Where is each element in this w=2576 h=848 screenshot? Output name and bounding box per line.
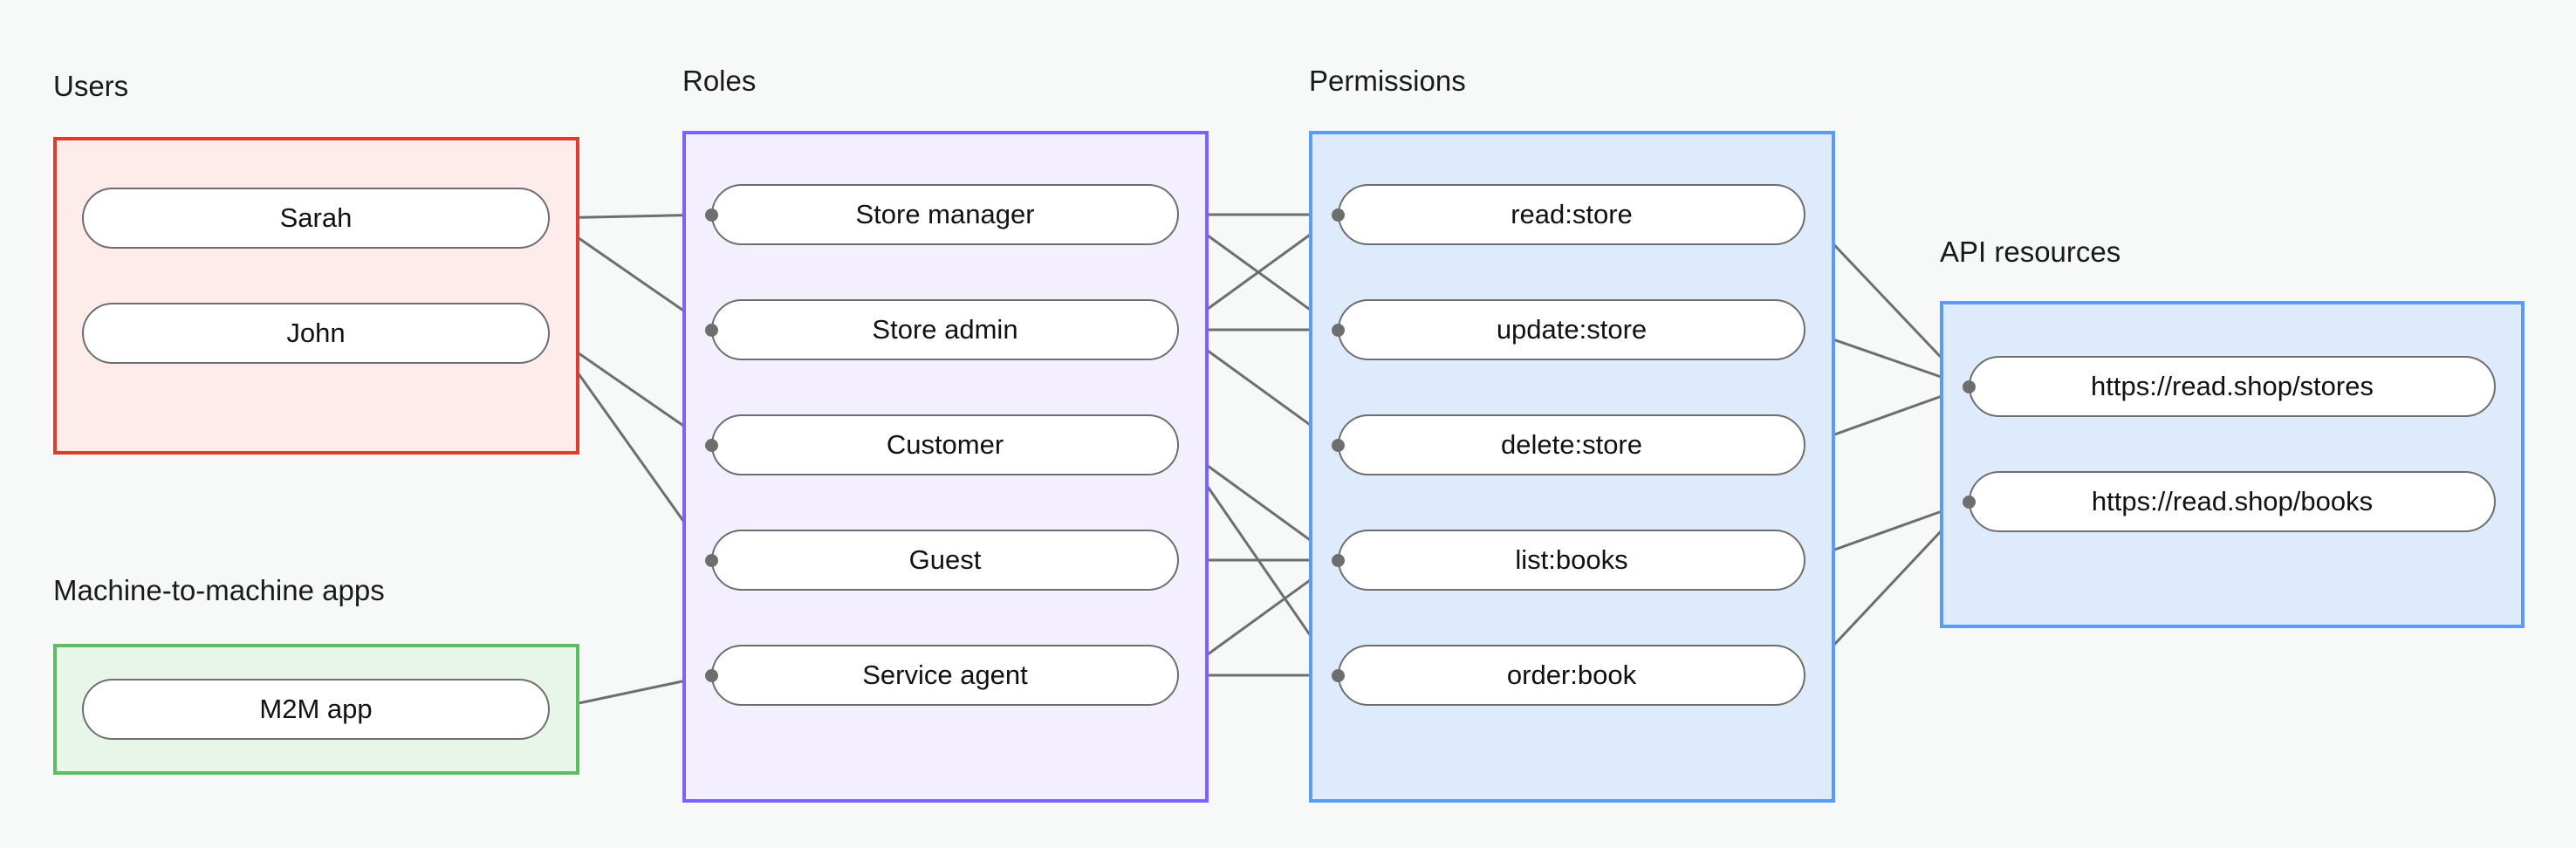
node-label-sarah: Sarah <box>279 202 353 233</box>
node-m2mapp[interactable]: M2M app <box>82 679 550 740</box>
port-dot-readst <box>1331 208 1345 222</box>
group-label-roles: Roles <box>682 65 757 97</box>
group-label-api: API resources <box>1940 236 2121 268</box>
port-dot-guest <box>704 553 718 567</box>
group-api <box>1940 301 2525 628</box>
node-readst[interactable]: read:store <box>1338 184 1805 245</box>
port-dot-storeadm <box>704 323 718 337</box>
group-label-users: Users <box>53 70 129 102</box>
node-label-customer: Customer <box>886 429 1004 460</box>
node-delst[interactable]: delete:store <box>1338 414 1805 475</box>
node-label-readst: read:store <box>1511 199 1633 229</box>
node-updst[interactable]: update:store <box>1338 299 1805 360</box>
node-label-delst: delete:store <box>1501 429 1642 460</box>
port-dot-ordbk <box>1331 668 1345 682</box>
port-dot-customer <box>704 438 718 452</box>
port-dot-storemgr <box>704 208 718 222</box>
node-customer[interactable]: Customer <box>711 414 1179 475</box>
node-label-ordbk: order:book <box>1506 660 1637 690</box>
node-label-guest: Guest <box>908 544 982 575</box>
node-ordbk[interactable]: order:book <box>1338 645 1805 706</box>
node-storemgr[interactable]: Store manager <box>711 184 1179 245</box>
node-resbooks[interactable]: https://read.shop/books <box>1969 471 2496 532</box>
node-label-resbooks: https://read.shop/books <box>2091 486 2374 516</box>
node-label-listbk: list:books <box>1515 544 1628 575</box>
group-label-permissions: Permissions <box>1309 65 1466 97</box>
node-label-svcagent: Service agent <box>862 660 1028 690</box>
node-label-storemgr: Store manager <box>855 199 1035 229</box>
node-storeadm[interactable]: Store admin <box>711 299 1179 360</box>
node-sarah[interactable]: Sarah <box>82 188 550 249</box>
port-dot-listbk <box>1331 553 1345 567</box>
node-label-updst: update:store <box>1496 314 1648 345</box>
port-dot-resbooks <box>1962 495 1976 509</box>
node-label-resstore: https://read.shop/stores <box>2091 371 2374 401</box>
node-john[interactable]: John <box>82 303 550 364</box>
node-svcagent[interactable]: Service agent <box>711 645 1179 706</box>
port-dot-svcagent <box>704 668 718 682</box>
node-listbk[interactable]: list:books <box>1338 530 1805 591</box>
group-label-m2m: Machine-to-machine apps <box>53 574 385 606</box>
port-dot-updst <box>1331 323 1345 337</box>
node-label-storeadm: Store admin <box>872 314 1018 345</box>
node-guest[interactable]: Guest <box>711 530 1179 591</box>
port-dot-delst <box>1331 438 1345 452</box>
port-dot-resstore <box>1962 380 1976 393</box>
node-label-john: John <box>286 318 346 348</box>
node-label-m2mapp: M2M app <box>259 694 373 724</box>
node-resstore[interactable]: https://read.shop/stores <box>1969 356 2496 417</box>
group-users <box>53 137 579 455</box>
